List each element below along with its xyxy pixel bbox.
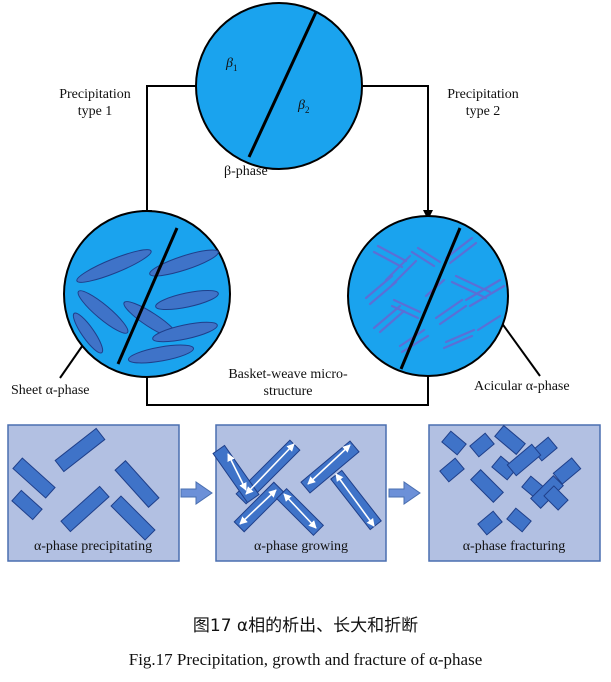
- panel-arrow-1: [180, 481, 213, 505]
- panel-fracturing: [428, 424, 601, 562]
- sheet-alpha-circle: [63, 210, 231, 378]
- beta-phase-label: β-phase: [224, 164, 268, 179]
- precipitation-diagram: [7, 2, 601, 562]
- precipitation-type-2-label: Precipitation type 2: [447, 87, 519, 119]
- panel-caption-precipitating: α-phase precipitating: [33, 539, 153, 554]
- sheet-alpha-label: Sheet α-phase: [11, 383, 90, 398]
- precipitation-type-1-label: Precipitation type 1: [59, 87, 131, 119]
- basket-weave-label: Basket-weave micro- structure: [228, 367, 348, 399]
- acicular-alpha-circle: [347, 215, 509, 377]
- panel-caption-fracturing: α-phase fracturing: [462, 539, 566, 554]
- acicular-alpha-label: Acicular α-phase: [474, 379, 570, 394]
- panel-arrow-2: [388, 481, 421, 505]
- beta-phase-circle: [195, 2, 363, 170]
- panel-caption-growing: α-phase growing: [253, 539, 349, 554]
- beta2-label: β2: [298, 98, 310, 115]
- figure-caption-cn: 图17 α相的析出、长大和折断: [192, 616, 419, 636]
- figure-caption-en: Fig.17 Precipitation, growth and fractur…: [128, 650, 483, 669]
- panel-growing: [212, 424, 387, 562]
- panel-precipitating: [7, 424, 180, 562]
- beta1-label: β1: [226, 56, 238, 73]
